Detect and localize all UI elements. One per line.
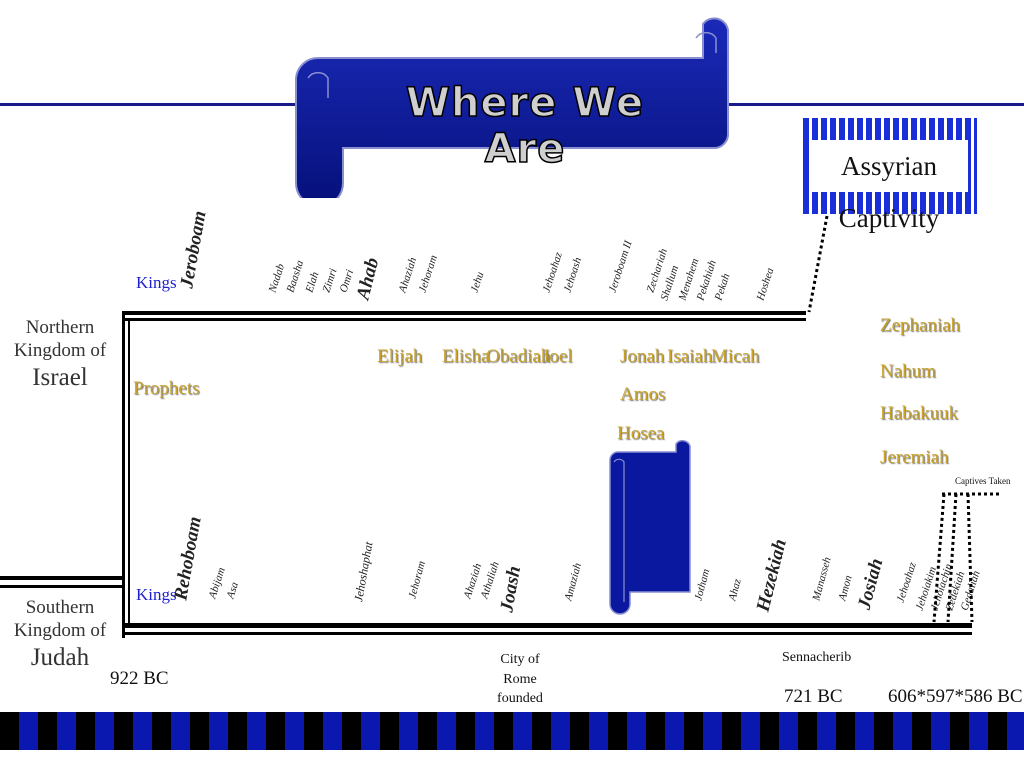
header-rule-left <box>0 103 300 106</box>
prophet-joel: Joel <box>542 346 573 367</box>
where-we-are-scroll-marker <box>609 440 691 615</box>
king-hoshea: Hoshea <box>754 266 777 302</box>
southern-name: Judah <box>30 643 90 671</box>
north-kings-label: Kings <box>136 273 177 292</box>
northern-name: Israel <box>32 363 88 391</box>
prophet-jeremiah: Jeremiah <box>880 447 949 468</box>
southern-kingdom-label: Southern Kingdom of Judah <box>10 597 110 673</box>
date-922: 922 BC <box>110 668 169 689</box>
prophets-label: Prophets <box>133 378 200 399</box>
prophet-elisha: Elisha <box>442 346 490 367</box>
prophet-habakuuk: Habakuuk <box>880 403 959 424</box>
united-kingdom-line-inner <box>0 585 122 588</box>
prophet-hosea: Hosea <box>617 423 665 444</box>
southern-line2: Kingdom of <box>13 619 107 641</box>
captivity-connector <box>807 215 829 313</box>
king-jotham: Jotham <box>692 567 713 602</box>
prophet-micah: Micah <box>711 346 760 367</box>
prophet-zephaniah: Zephaniah <box>880 315 961 336</box>
northern-kingdom-label: Northern Kingdom of Israel <box>10 317 110 393</box>
king-ahaziah-n: Ahaziah <box>396 255 420 294</box>
king-ahaz: Ahaz <box>726 577 744 602</box>
king-jeroboam-ii: Jeroboam II <box>606 239 635 294</box>
king-jehoshaphat: Jehoshaphat <box>351 540 376 603</box>
prophet-nahum: Nahum <box>880 361 936 382</box>
king-pekah: Pekah <box>712 272 733 302</box>
prophet-amos: Amos <box>620 384 666 405</box>
north-timeline <box>122 311 806 315</box>
assyrian-captivity-label: Assyrian Captivity <box>810 140 968 233</box>
northern-line1: Northern <box>25 317 95 338</box>
king-hezekiah: Hezekiah <box>752 536 791 614</box>
north-timeline-inner <box>122 318 806 321</box>
vertical-connector-inner <box>128 320 130 628</box>
king-amaziah: Amaziah <box>562 561 584 602</box>
king-asa: Asa <box>224 580 242 600</box>
king-jehoram-n: Jehoram <box>416 253 440 294</box>
south-kings-label: Kings <box>136 585 177 604</box>
king-manasseh: Manasseh <box>810 555 834 602</box>
date-rome: City of Rome founded <box>497 652 543 707</box>
king-jeroboam: Jeroboam <box>176 209 211 290</box>
united-kingdom-line <box>0 576 122 580</box>
bottom-stripe-band <box>0 712 1024 750</box>
page-title: Where We Are <box>405 79 645 173</box>
header-rule-right <box>728 103 1024 106</box>
king-elah: Elah <box>303 270 322 294</box>
date-captivity: 606*597*586 BC <box>888 686 1023 707</box>
southern-line1: Southern <box>25 597 95 618</box>
prophet-jonah: Jonah <box>620 346 665 367</box>
king-jehoahaz-s: Jehoahaz <box>894 560 919 604</box>
title-scroll <box>295 17 730 198</box>
prophet-isaiah: Isaiah <box>667 346 713 367</box>
king-josiah: Josiah <box>853 556 888 612</box>
king-rehoboam: Rehoboam <box>170 515 206 602</box>
king-joash: Joash <box>496 564 526 614</box>
south-timeline <box>122 623 972 628</box>
king-jehu: Jehu <box>468 270 487 294</box>
king-ahab: Ahab <box>352 255 384 302</box>
prophet-elijah: Elijah <box>377 346 423 367</box>
date-sennacherib: Sennacherib <box>782 650 852 665</box>
captives-taken-connectors <box>932 492 1002 623</box>
northern-line2: Kingdom of <box>13 339 107 361</box>
vertical-connector <box>122 311 125 638</box>
king-jehoash: Jehoash <box>561 256 585 294</box>
captives-taken-label: Captives Taken <box>955 476 1011 486</box>
king-amon: Amon <box>836 574 855 602</box>
date-721: 721 BC <box>784 686 843 707</box>
south-timeline-inner <box>122 632 972 635</box>
prophet-obadiah: Obadiah <box>486 346 551 367</box>
king-jehoram-s: Jehoram <box>406 559 428 600</box>
